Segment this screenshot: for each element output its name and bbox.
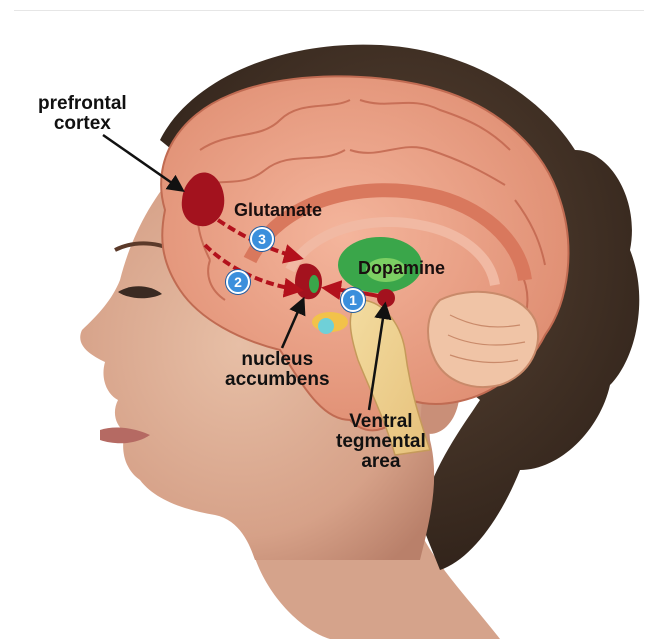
label-nucleus-accumbens: nucleus accumbens — [225, 350, 330, 390]
label-ventral-tegmental-area: Ventral tegmental area — [336, 412, 426, 472]
pathway-marker-2: 2 — [226, 270, 250, 294]
vta-region — [377, 289, 395, 307]
pathway-marker-1: 1 — [341, 288, 365, 312]
label-prefrontal-cortex: prefrontal cortex — [38, 94, 127, 134]
structure-cyan — [318, 318, 334, 334]
label-glutamate: Glutamate — [234, 200, 322, 220]
label-vta-line2: tegmental — [336, 432, 426, 452]
label-vta-line3: area — [336, 452, 426, 472]
label-vta-line1: Ventral — [336, 412, 426, 432]
label-accumbens-line2: accumbens — [225, 370, 330, 390]
label-dopamine: Dopamine — [358, 258, 445, 278]
label-prefrontal-line2: cortex — [38, 114, 127, 134]
label-prefrontal-line1: prefrontal — [38, 94, 127, 114]
label-accumbens-line1: nucleus — [225, 350, 330, 370]
pathway-marker-3: 3 — [250, 227, 274, 251]
cerebellum — [428, 292, 538, 387]
